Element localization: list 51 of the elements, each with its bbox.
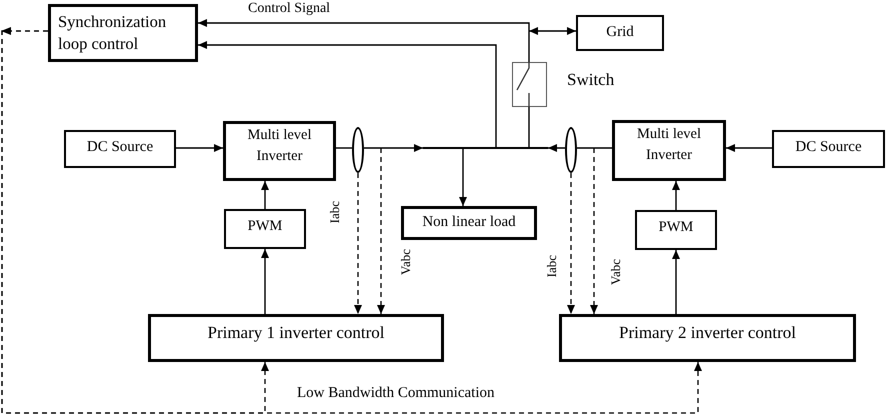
block-label: Primary 1 inverter control: [207, 323, 385, 343]
controller-box: [148, 314, 444, 362]
block-label: DC Source: [795, 138, 862, 156]
arrow: [261, 181, 269, 209]
arrow: [198, 41, 497, 147]
arrow: [364, 144, 423, 152]
pwm-box: [224, 209, 306, 249]
controller-box: [559, 314, 856, 362]
connector-line: [528, 107, 530, 147]
arrow: [726, 144, 772, 152]
connector-line: [577, 147, 612, 149]
load-box: [401, 206, 537, 240]
signal-label: Iabc: [328, 201, 342, 224]
dashed-arrow: [590, 148, 598, 314]
block-label: Non linear load: [422, 212, 516, 230]
arrow: [459, 149, 467, 206]
pwm-box: [635, 210, 717, 250]
dashed-arrow: [354, 173, 362, 314]
signal-label: Iabc: [545, 255, 560, 278]
block-label: Primary 2 inverter control: [618, 323, 796, 343]
dashed-arrow: [377, 148, 385, 314]
block-label: PWM: [658, 218, 694, 236]
arrow: [261, 249, 269, 314]
beside-label: Switch: [567, 70, 614, 90]
connector-line: [336, 147, 352, 149]
double-arrow: [529, 27, 576, 35]
control-box: [48, 4, 198, 62]
block-label: Synchronization loop control: [58, 11, 168, 55]
arrow: [672, 181, 680, 210]
arrow: [548, 144, 565, 152]
block-label: DC Source: [86, 138, 154, 156]
block-label: Multi level Inverter: [246, 126, 313, 166]
dashed-arrow: [567, 173, 575, 314]
edge-label: Control Signal: [248, 1, 330, 16]
grid-box: [576, 15, 664, 51]
arrow: [176, 144, 223, 152]
arrow: [672, 250, 680, 314]
switch-box: [512, 62, 547, 107]
arrow: [198, 19, 530, 62]
sensor-ring: [352, 127, 364, 173]
signal-label: Vabc: [399, 249, 414, 275]
block-label: Multi level Inverter: [636, 125, 702, 165]
block-label: Grid: [606, 23, 634, 41]
sensor-ring: [565, 127, 577, 173]
inverter-box: [612, 120, 726, 181]
bus-line: [423, 147, 548, 149]
source-box: [64, 130, 176, 168]
block-label: PWM: [248, 217, 282, 235]
source-box: [772, 130, 885, 168]
signal-label: Vabc: [609, 259, 624, 285]
inverter-box: [223, 121, 336, 181]
